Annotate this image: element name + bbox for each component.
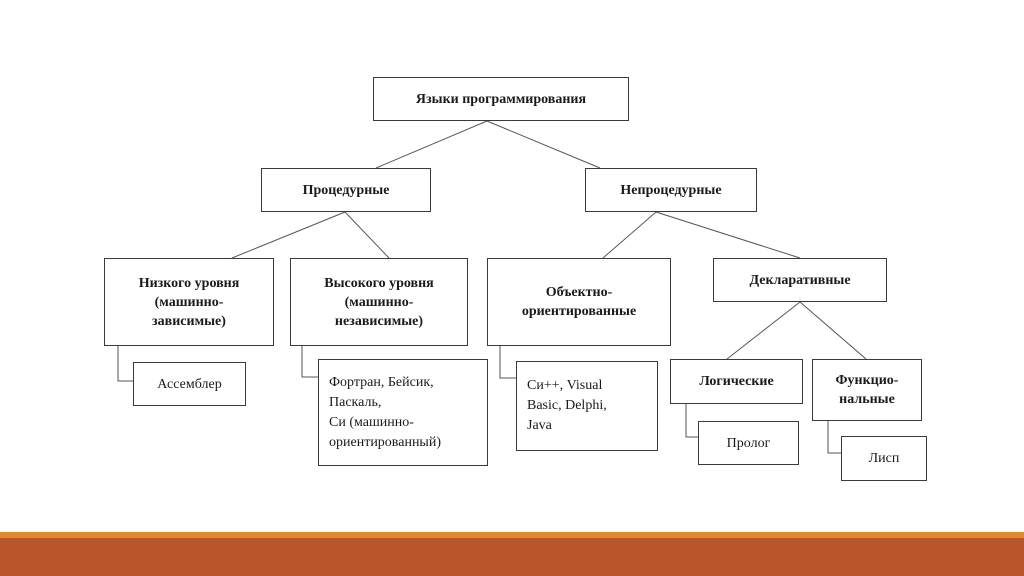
- node-programming-languages: Языки программирования: [373, 77, 629, 121]
- node-logical: Логические: [670, 359, 803, 404]
- node-oo-languages: Си++, Visual Basic, Delphi, Java: [516, 361, 658, 451]
- node-high-level-languages: Фортран, Бейсик, Паскаль, Си (машинно- о…: [318, 359, 488, 466]
- node-assembler: Ассемблер: [133, 362, 246, 406]
- node-nonprocedural: Непроцедурные: [585, 168, 757, 212]
- node-functional: Функцио- нальные: [812, 359, 922, 421]
- node-high-level: Высокого уровня (машинно- независимые): [290, 258, 468, 346]
- edge-root-nonprocedural: [486, 120, 601, 169]
- edge-nonprocedural-declarative: [655, 211, 801, 259]
- edge-root-procedural: [375, 120, 488, 169]
- edge-nonprocedural-oo: [602, 211, 657, 259]
- edge-oo-langs: [499, 346, 516, 379]
- edge-functional-lisp: [827, 421, 841, 454]
- edge-high-langs: [301, 346, 318, 378]
- edge-low-assembler: [117, 346, 133, 382]
- node-procedural: Процедурные: [261, 168, 431, 212]
- node-low-level: Низкого уровня (машинно- зависимые): [104, 258, 274, 346]
- edge-procedural-low: [231, 211, 346, 259]
- edge-declarative-logical: [726, 301, 801, 360]
- edge-logical-prolog: [685, 404, 698, 438]
- edge-declarative-functional: [799, 301, 867, 360]
- node-lisp: Лисп: [841, 436, 927, 481]
- node-prolog: Пролог: [698, 421, 799, 465]
- node-object-oriented: Объектно- ориентированные: [487, 258, 671, 346]
- footer-band: [0, 538, 1024, 576]
- footer-accent-stripe: [0, 532, 1024, 538]
- edge-procedural-high: [344, 211, 390, 259]
- node-declarative: Декларативные: [713, 258, 887, 302]
